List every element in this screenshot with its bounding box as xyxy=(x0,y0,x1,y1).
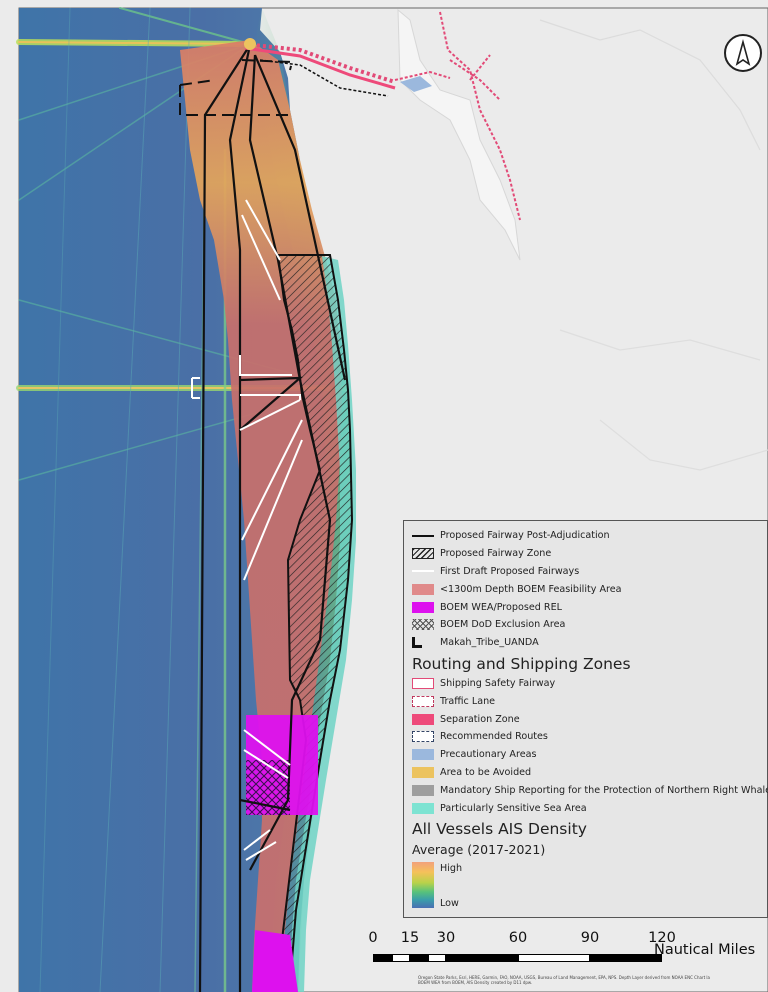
legend-symbol xyxy=(412,637,422,649)
first-draft-proposed-fairways xyxy=(191,199,303,861)
scale-segment xyxy=(428,954,446,962)
scale-tick-label: 30 xyxy=(436,930,456,946)
legend-symbol xyxy=(412,570,434,573)
north-arrow-icon xyxy=(724,34,762,72)
scale-tick-label: 120 xyxy=(648,930,676,946)
scale-segment xyxy=(518,954,590,962)
legend-symbol xyxy=(412,766,434,778)
legend-symbol xyxy=(412,583,434,595)
legend-subtitle-ais: Average (2017-2021) xyxy=(412,841,546,857)
scale-tick-label: 15 xyxy=(400,930,420,946)
legend-symbol xyxy=(412,695,434,707)
boem-wea-area-south xyxy=(252,930,298,992)
scale-segment xyxy=(590,954,662,962)
map-credits: Oregon State Parks, Esri, HERE, Garmin, … xyxy=(418,975,710,985)
scale-units: Nautical Miles xyxy=(654,942,756,958)
legend-item: Proposed Fairway Post-Adjudication xyxy=(412,527,767,545)
ramp-low-label: Low xyxy=(440,897,459,909)
scale-tick-label: 90 xyxy=(580,930,600,946)
legend-item: Precautionary Areas xyxy=(412,746,767,764)
scale-segment xyxy=(392,954,410,962)
density-color-ramp xyxy=(412,861,434,908)
proposed-fairway-post-adjudication xyxy=(198,44,347,992)
legend-item: Particularly Sensitive Sea Area xyxy=(412,799,767,817)
scale-bar: 0 15 30 60 90 120 Nautical Miles Oregon … xyxy=(0,930,768,992)
legend-symbol xyxy=(412,731,434,743)
traffic-lane xyxy=(244,11,521,221)
legend-symbol xyxy=(412,784,434,796)
precautionary-area xyxy=(400,76,432,92)
legend-symbol xyxy=(412,619,434,631)
legend-item: Mandatory Ship Reporting for the Protect… xyxy=(412,781,768,799)
legend-symbol xyxy=(412,548,434,560)
scale-segment xyxy=(410,954,428,962)
legend-item: BOEM DoD Exclusion Area xyxy=(412,616,767,634)
legend-item: Makah_Tribe_UANDA xyxy=(412,634,767,652)
map-legend: Proposed Fairway Post-Adjudication Propo… xyxy=(403,520,768,918)
legend-item: Area to be Avoided xyxy=(412,764,767,782)
scale-segment xyxy=(446,954,518,962)
legend-heading-ais: All Vessels AIS Density xyxy=(412,819,587,838)
area-to-be-avoided xyxy=(244,38,256,50)
scale-segment xyxy=(373,954,392,962)
legend-heading-routing: Routing and Shipping Zones xyxy=(412,654,631,673)
legend-symbol xyxy=(412,749,434,761)
legend-symbol xyxy=(412,802,434,814)
scale-tick-label: 60 xyxy=(508,930,528,946)
legend-item: Recommended Routes xyxy=(412,728,767,746)
makah-tribe-uanda xyxy=(179,59,294,116)
legend-item: Shipping Safety Fairway xyxy=(412,675,767,693)
legend-item: First Draft Proposed Fairways xyxy=(412,563,767,581)
legend-item: Proposed Fairway Zone xyxy=(412,545,767,563)
legend-item: BOEM WEA/Proposed REL xyxy=(412,598,767,616)
ramp-high-label: High xyxy=(440,862,463,874)
legend-symbol xyxy=(412,534,434,537)
legend-item: <1300m Depth BOEM Feasibility Area xyxy=(412,580,767,598)
legend-symbol xyxy=(412,601,434,613)
density-ramp: High Low xyxy=(412,861,767,910)
legend-symbol xyxy=(412,713,434,725)
legend-item: Separation Zone xyxy=(412,710,767,728)
legend-symbol xyxy=(412,677,434,689)
scale-tick-label: 0 xyxy=(368,930,378,946)
legend-item: Traffic Lane xyxy=(412,692,767,710)
